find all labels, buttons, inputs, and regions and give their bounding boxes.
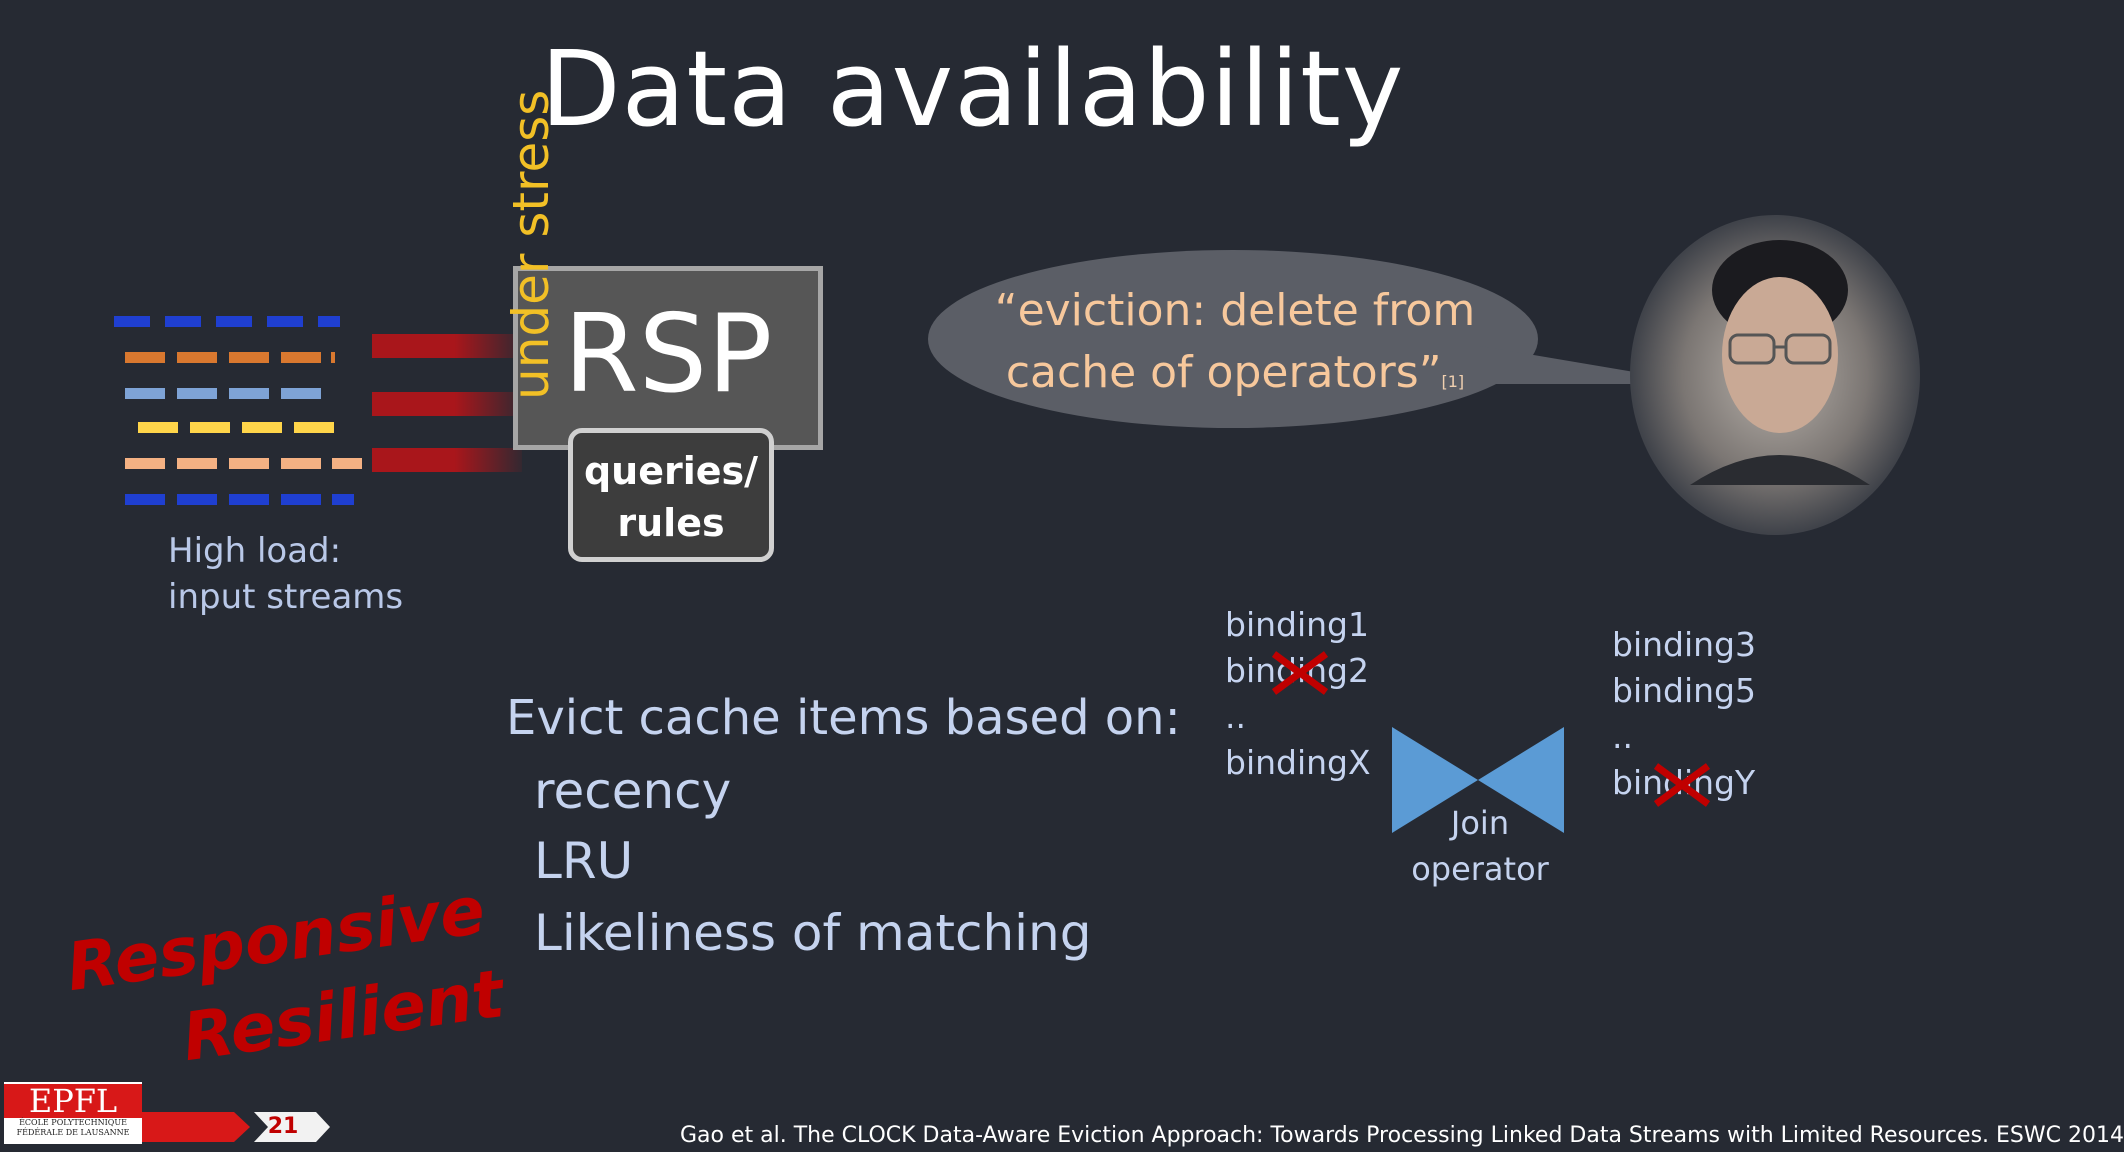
left-binding-x: bindingX [1225,743,1371,782]
quote-ref: [1] [1441,372,1465,391]
slide-title: Data availability [540,28,1405,150]
arrow-2 [372,392,522,416]
right-binding-ellipsis: .. [1612,717,1633,756]
stream-row-3 [125,388,321,399]
left-binding-1: binding1 [1225,605,1370,644]
evict-item-recency: recency [534,762,732,820]
join-operator-label: Join operator [1411,804,1549,888]
queries-box [568,428,774,562]
page-number: 21 [267,1114,299,1139]
citation: Gao et al. The CLOCK Data-Aware Eviction… [680,1123,2124,1148]
left-binding-ellipsis: .. [1225,697,1246,736]
stream-row-5 [125,458,362,469]
speech-bubble [928,250,1538,428]
stream-row-4 [138,422,334,433]
input-streams-graphic [114,316,362,505]
under-stress-label: under stress [502,89,560,400]
arrow-3 [372,448,522,472]
stream-row-1 [114,316,340,327]
evict-heading: Evict cache items based on: [506,690,1181,746]
evicted-cross-icon [1653,763,1711,807]
epfl-logo-subtext: ÉCOLE POLYTECHNIQUE FÉDÉRALE DE LAUSANNE [16,1118,130,1137]
join-operator-icon [1392,727,1564,833]
queries-label: queries/ rules [583,449,759,545]
evicted-cross-icon [1271,651,1329,695]
epfl-logo-mark: EPFL [4,1084,142,1118]
page-indicator-arrow [142,1112,330,1142]
right-binding-3: binding3 [1612,625,1757,664]
arrow-1 [372,334,522,358]
high-load-label: High load: input streams [168,531,404,617]
incoming-arrows [372,334,522,472]
right-binding-5: binding5 [1612,671,1757,710]
evict-item-likeliness: Likeliness of matching [534,904,1092,962]
quote-text: “eviction: delete from cache of operator… [945,280,1525,413]
evict-item-lru: LRU [534,832,634,890]
stream-row-6 [125,494,354,505]
speaker-silhouette [1690,240,1870,485]
stream-row-2 [125,352,335,363]
quote-body: “eviction: delete from cache of operator… [994,285,1476,398]
rsp-label: RSP [563,292,773,417]
